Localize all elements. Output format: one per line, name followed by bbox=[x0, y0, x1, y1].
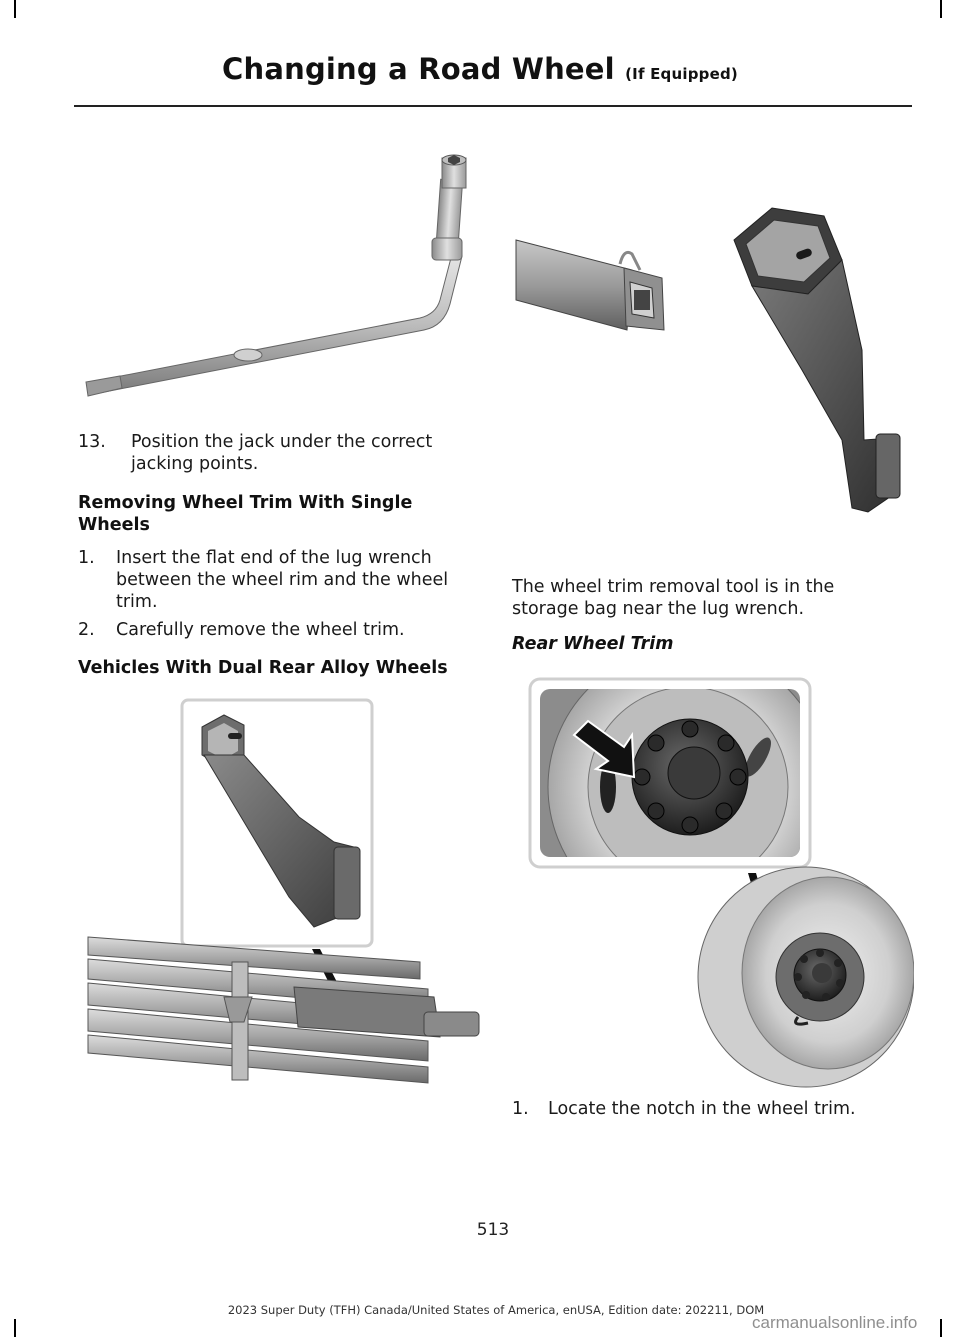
crop-mark-top-right-v bbox=[940, 0, 942, 18]
heading-line: Wheels bbox=[78, 515, 150, 535]
step-text-line: Insert the flat end of the lug wrench bbox=[116, 548, 432, 568]
header-subtitle: (If Equipped) bbox=[625, 65, 738, 83]
step-number: 2. bbox=[78, 620, 95, 640]
step-2-single: 2. Carefully remove the wheel trim. bbox=[78, 619, 478, 643]
step-1-single: 1. Insert the flat end of the lug wrench… bbox=[78, 547, 478, 613]
crop-mark-top-left-v bbox=[14, 0, 16, 18]
paragraph-line: The wheel trim removal tool is in the bbox=[512, 577, 835, 597]
watermark: carmanualsonline.info bbox=[752, 1313, 918, 1332]
step-number: 13. bbox=[78, 432, 106, 452]
storage-info-paragraph: The wheel trim removal tool is in the st… bbox=[512, 576, 912, 620]
step-1-rear: 1. Locate the notch in the wheel trim. bbox=[512, 1098, 912, 1122]
step-text-line: trim. bbox=[116, 592, 158, 612]
step-number: 1. bbox=[512, 1099, 529, 1119]
storage-bag-tool-illustration bbox=[87, 698, 480, 1084]
header-title: Changing a Road Wheel bbox=[222, 52, 615, 86]
rear-wheel-trim-illustration bbox=[528, 677, 914, 1088]
footer-text: 2023 Super Duty (TFH) Canada/United Stat… bbox=[227, 1303, 765, 1317]
step-text-line: Carefully remove the wheel trim. bbox=[116, 620, 405, 640]
step-number: 1. bbox=[78, 548, 95, 568]
header-divider bbox=[74, 105, 912, 107]
section-heading-single-wheels: Removing Wheel Trim With Single Wheels bbox=[78, 492, 478, 536]
step-text-line: jacking points. bbox=[131, 454, 259, 474]
heading-line: Removing Wheel Trim With Single bbox=[78, 493, 413, 513]
section-heading-rear-wheel-trim: Rear Wheel Trim bbox=[512, 634, 674, 654]
section-heading-dual-alloy: Vehicles With Dual Rear Alloy Wheels bbox=[78, 658, 448, 678]
page-header: Changing a Road Wheel (If Equipped) bbox=[0, 52, 960, 86]
wrench-end-and-trim-tool-illustration bbox=[515, 207, 901, 513]
paragraph-line: storage bag near the lug wrench. bbox=[512, 599, 805, 619]
step-text-line: Position the jack under the correct bbox=[131, 432, 433, 452]
step-text-line: Locate the notch in the wheel trim. bbox=[548, 1099, 856, 1119]
crop-mark-bottom-right-v bbox=[940, 1319, 942, 1337]
step-13: 13. Position the jack under the correct … bbox=[78, 431, 478, 479]
crop-mark-bottom-left-v bbox=[14, 1319, 16, 1337]
step-text-line: between the wheel rim and the wheel bbox=[116, 570, 449, 590]
page-number: 513 bbox=[476, 1220, 510, 1240]
lug-wrench-illustration bbox=[85, 154, 467, 397]
